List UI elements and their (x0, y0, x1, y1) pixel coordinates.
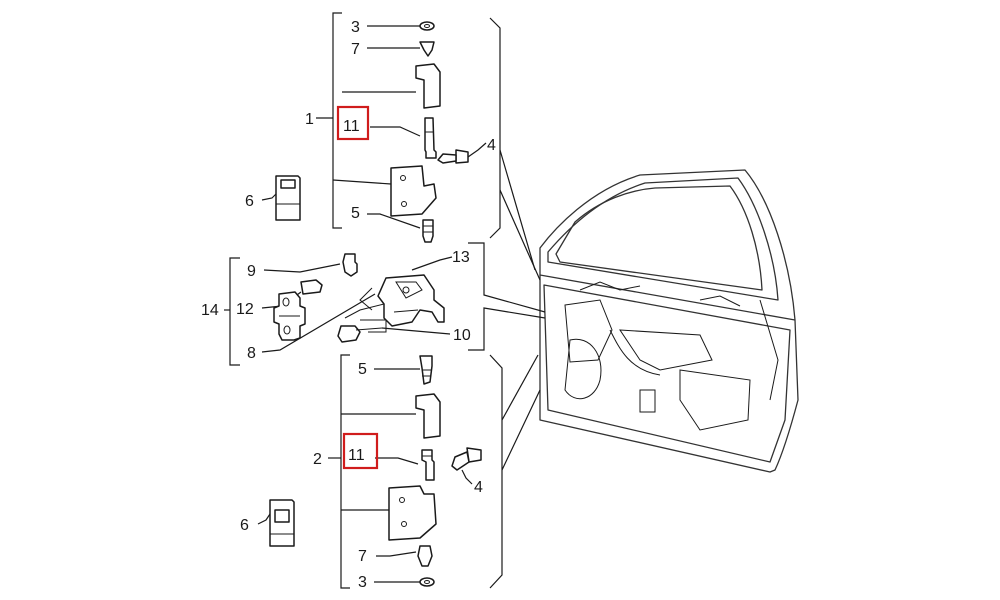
callout-3-top: 3 (351, 19, 360, 36)
callout-5-bottom: 5 (358, 361, 367, 378)
callout-3-bottom: 3 (358, 574, 367, 591)
bolt-5-bottom (374, 355, 433, 385)
leader-8 (261, 293, 376, 353)
hinge-half-upper-bottom (341, 393, 441, 439)
callout-4-top: 4 (487, 137, 496, 154)
car-door-outline (539, 169, 799, 473)
group-1-bracket (316, 12, 342, 229)
callout-10: 10 (453, 327, 471, 344)
washer-3-bottom (374, 577, 435, 587)
callout-4-bottom: 4 (474, 479, 483, 496)
group-2-bracket (328, 354, 350, 589)
callout-7-bottom: 7 (358, 548, 367, 565)
bolt-5-top (367, 213, 434, 243)
callout-6-top: 6 (245, 193, 254, 210)
callout-6-bottom: 6 (240, 517, 249, 534)
hinge-half-lower-bottom (341, 485, 437, 541)
highlight-box-11-top (336, 105, 370, 141)
group-1-right-bracket (489, 17, 541, 281)
callout-11-top: 11 (343, 118, 360, 135)
callout-5-top: 5 (351, 205, 360, 222)
check-strap-13 (344, 256, 453, 327)
callout-1: 1 (305, 111, 314, 128)
bolt-4-top (437, 142, 487, 164)
group-14-bracket (224, 257, 240, 366)
callout-2: 2 (313, 451, 322, 468)
hinge-pin-11-top (370, 117, 437, 159)
callout-13: 13 (452, 249, 470, 266)
highlight-box-11-bottom (342, 432, 379, 470)
callout-11-bottom: 11 (348, 447, 365, 464)
shim-6-bottom (257, 499, 295, 547)
bolt-10 (337, 319, 451, 343)
callout-8: 8 (247, 345, 256, 362)
hinge-half-upper-top (342, 63, 441, 109)
pin-7-bottom (376, 545, 433, 567)
hinge-half-lower-top (332, 165, 437, 217)
callout-12: 12 (236, 301, 254, 318)
bolt-9 (263, 253, 358, 277)
callout-9: 9 (247, 263, 256, 280)
group-14-right-bracket (468, 242, 546, 351)
shim-6-top (261, 175, 301, 221)
bracket-12 (273, 291, 306, 341)
pin-7-top (367, 41, 435, 57)
callout-7-top: 7 (351, 41, 360, 58)
washer-3-top (367, 21, 435, 31)
bolt-4-bottom (451, 447, 482, 485)
callout-14: 14 (201, 302, 219, 319)
group-2-right-bracket (489, 354, 541, 589)
hinge-pin-11-bottom (375, 449, 435, 481)
